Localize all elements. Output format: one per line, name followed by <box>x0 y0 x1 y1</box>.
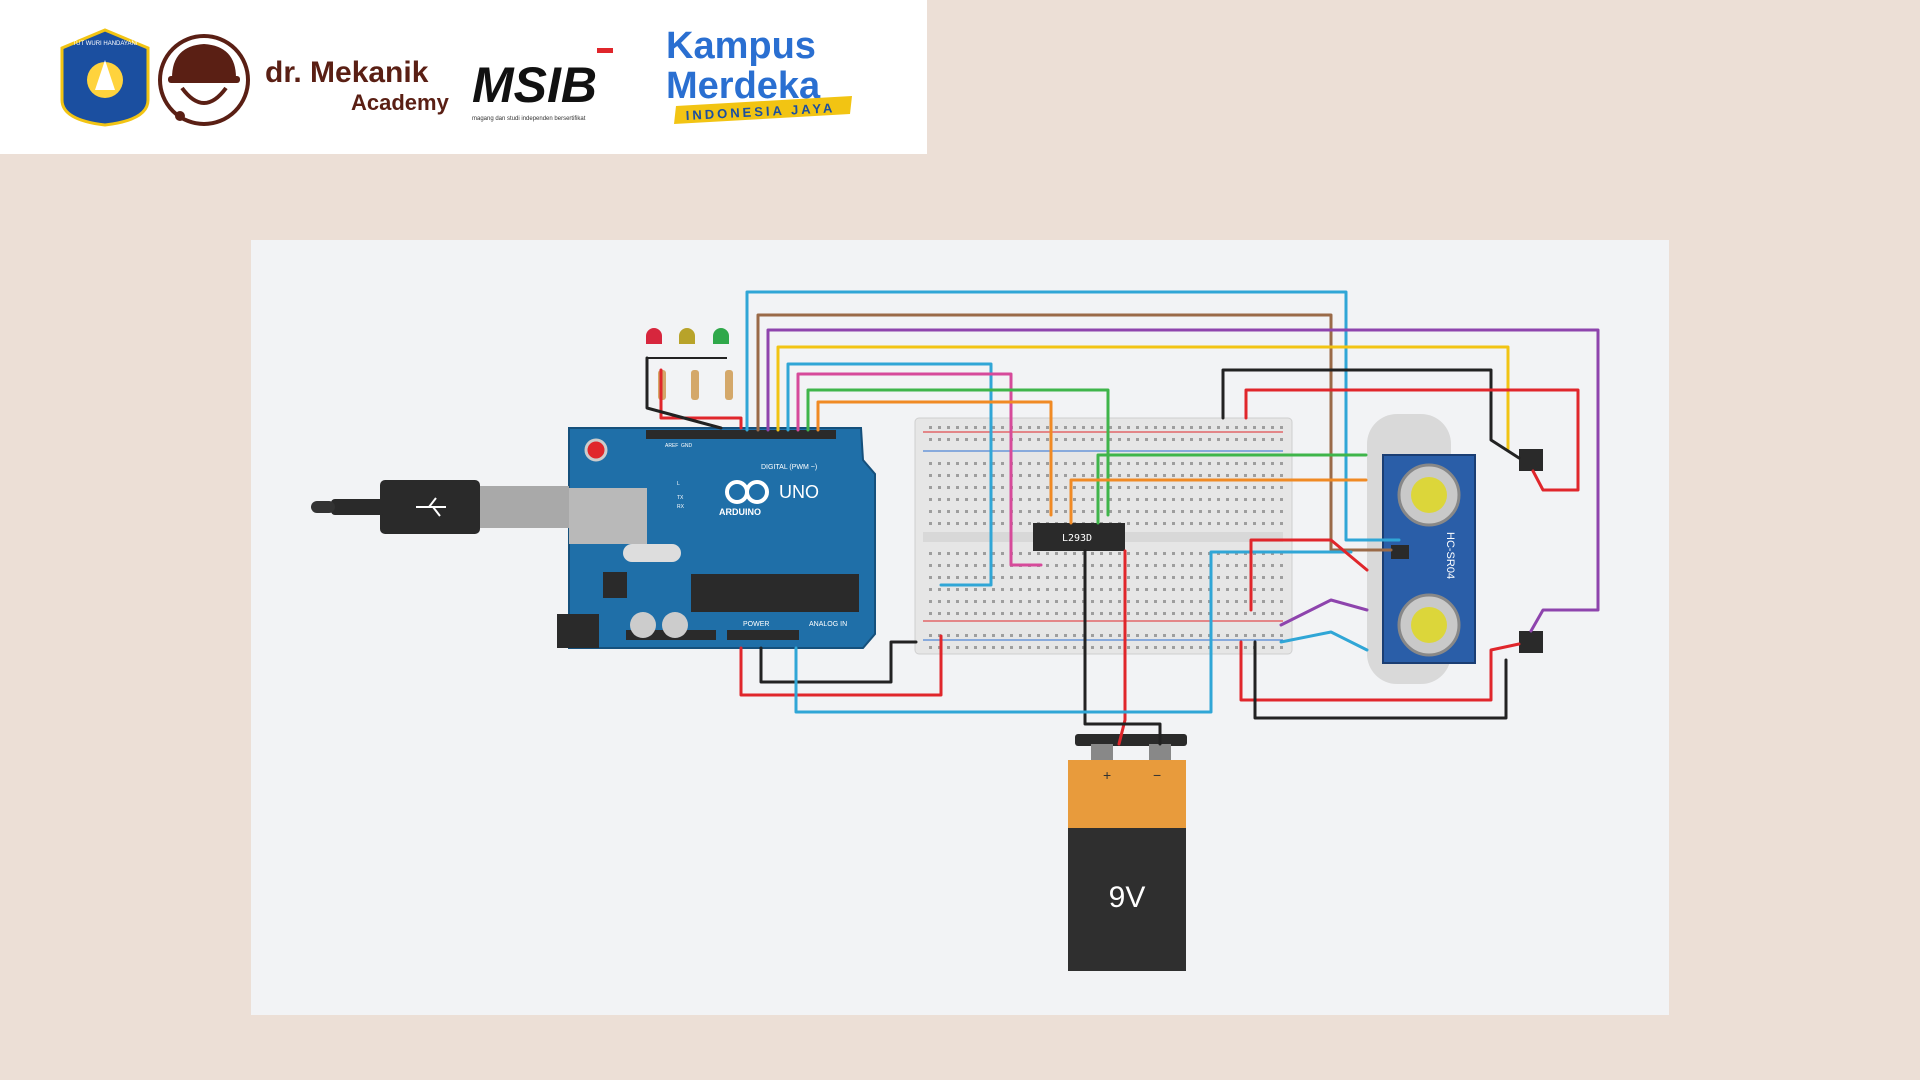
wire-black-bottom <box>1253 640 1508 720</box>
wire-orange <box>816 400 1053 517</box>
wire-blue-top <box>745 290 1401 542</box>
motor-bottom <box>1519 631 1543 653</box>
wire-black-top <box>1221 368 1521 460</box>
tutwuri-text: TUT WURI HANDAYANI <box>72 41 137 47</box>
gnd-label: GND <box>681 443 693 449</box>
atmega-chip <box>691 574 859 612</box>
wire-red-sensor <box>1249 538 1369 612</box>
wire-red-bottom <box>1239 640 1521 702</box>
digital-label: DIGITAL (PWM ~) <box>761 464 817 471</box>
kampus-title: Kampus <box>666 25 816 67</box>
capacitor-1 <box>630 612 656 638</box>
battery-9v: + − 9V <box>1068 734 1187 971</box>
hc-sr04-sensor: HC-SR04 <box>1367 414 1476 684</box>
circuit-diagram: ARDUINO UNO DIGITAL (PWM ~) POWER ANALOG… <box>311 290 1600 971</box>
msib-logo: MSIB <box>472 57 597 113</box>
battery-minus: − <box>1153 767 1161 783</box>
l293d-chip: L293D <box>1033 523 1125 551</box>
wires <box>645 290 1600 746</box>
analog-header <box>727 630 799 640</box>
battery-plus: + <box>1103 767 1111 783</box>
logos: TUT WURI HANDAYANI dr. Mekanik Academy M… <box>60 25 852 127</box>
hc-sr04-label: HC-SR04 <box>1444 532 1456 579</box>
tutwuri-logo-icon: TUT WURI HANDAYANI <box>60 28 150 127</box>
analog-label: ANALOG IN <box>809 621 847 628</box>
wire-orange-2 <box>1069 478 1368 525</box>
l-label: L <box>677 481 680 487</box>
wire-red-top <box>1244 388 1580 492</box>
wire-pink <box>796 372 1043 567</box>
dr-mekanik-helmet-icon <box>158 34 250 126</box>
dr-mekanik-subtitle: Academy <box>351 90 450 115</box>
tx-label: TX <box>677 495 684 501</box>
arduino-brand: ARDUINO <box>719 507 761 517</box>
breadboard-holes <box>929 426 1283 649</box>
wire-red-batt <box>1117 549 1127 746</box>
usb-cable <box>311 480 569 534</box>
wire-green <box>806 388 1110 517</box>
l293d-label: L293D <box>1062 533 1092 544</box>
wire-red-power <box>739 634 943 697</box>
wire-brown <box>756 313 1393 552</box>
capacitor-2 <box>662 612 688 638</box>
reset-button <box>584 438 608 462</box>
arduino-uno: ARDUINO UNO DIGITAL (PWM ~) POWER ANALOG… <box>557 427 876 649</box>
wire-purple-top <box>766 328 1600 633</box>
wire-purple-2 <box>1279 598 1369 627</box>
digital-header <box>646 430 836 439</box>
motor-top <box>1519 449 1543 471</box>
kampus-ribbon-icon <box>674 96 852 124</box>
wire-black-batt <box>1083 549 1162 746</box>
led-yellow <box>679 328 695 344</box>
msib-accent-icon <box>597 48 613 53</box>
wire-black-power <box>759 640 918 684</box>
wire-red-rail <box>659 368 743 430</box>
usb-port <box>569 488 647 544</box>
usb-symbol-icon <box>416 497 446 517</box>
led-green <box>713 328 729 344</box>
arduino-model: UNO <box>779 482 819 502</box>
power-label: POWER <box>743 621 769 628</box>
regulator <box>603 572 627 598</box>
led-red <box>646 328 662 344</box>
wire-black-led <box>645 356 723 430</box>
aref-label: AREF <box>665 443 678 449</box>
header-banner: TUT WURI HANDAYANI dr. Mekanik Academy M… <box>0 0 927 154</box>
circuit-frame: ARDUINO UNO DIGITAL (PWM ~) POWER ANALOG… <box>251 240 1669 1015</box>
wire-blue-sensor <box>1279 630 1369 652</box>
crystal <box>623 544 681 562</box>
resistors <box>658 370 733 400</box>
dr-mekanik-title: dr. Mekanik <box>265 56 429 89</box>
rx-label: RX <box>677 504 685 510</box>
wire-yellow <box>776 345 1510 451</box>
wire-blue-2 <box>786 362 993 587</box>
power-jack <box>557 614 599 648</box>
wire-blue-analog <box>794 550 1353 714</box>
wire-green-2 <box>1096 453 1368 525</box>
arduino-logo-icon <box>725 480 769 504</box>
msib-tagline: magang dan studi independen bersertifika… <box>472 116 586 122</box>
battery-label: 9V <box>1109 881 1146 914</box>
